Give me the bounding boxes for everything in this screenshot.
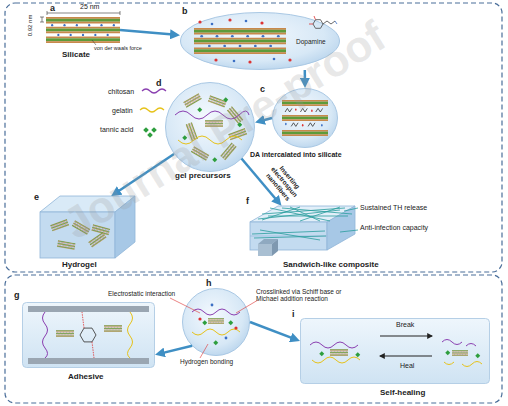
- panel-letter: e: [34, 192, 39, 202]
- legend-text: chitosan: [108, 88, 134, 96]
- feature-label: Sustained TH release: [360, 204, 427, 212]
- arrow-label: Break: [396, 321, 414, 329]
- panel-letter: i: [292, 309, 295, 319]
- interaction-circle-outline: [182, 288, 250, 356]
- caption-text: Sandwich-like composite: [283, 260, 379, 269]
- flow-arrow: [159, 346, 192, 354]
- caption-text: DA intercalated into silicate: [250, 151, 342, 159]
- flow-arrow: [250, 322, 296, 340]
- adhesive-panel-outline: [22, 302, 155, 368]
- legend-text: tannic acid: [100, 126, 133, 134]
- self-healing-panel-outline: [300, 318, 490, 384]
- caption-text: Silicate: [62, 50, 90, 59]
- silicate-panel: aSilicate: [46, 17, 120, 43]
- panel-letter: f: [246, 196, 249, 206]
- callout-text: Crosslinked via Schiff base or Michael a…: [256, 288, 344, 303]
- silicate-stack: [40, 11, 120, 45]
- flow-arrow: [120, 30, 176, 35]
- self-healing-panel: iBreakHealSelf-healing: [300, 318, 490, 384]
- arrow-label: Heal: [400, 362, 414, 370]
- dimension-label: 0.92 nm: [27, 15, 34, 37]
- caption-text: Hydrogel: [62, 260, 97, 269]
- panel-letter: a: [50, 3, 55, 13]
- bottom-panel-frame: [5, 275, 502, 403]
- dimension-label: 25 nm: [80, 3, 99, 11]
- caption-text: Adhesive: [68, 372, 104, 381]
- composite-slab: fSustained TH releaseAnti-infection capa…: [250, 200, 355, 258]
- legend-text: gelatin: [112, 107, 133, 115]
- top-panel-frame: [5, 3, 502, 272]
- annotation-text: von der waals force: [94, 45, 142, 51]
- edge-label: Inserting electrospun nanofibers: [257, 154, 310, 211]
- callout-text: Electrostatic interaction: [108, 290, 175, 297]
- adhesive-panel: gAdhesive: [22, 302, 155, 368]
- interaction-circle: h: [182, 288, 250, 356]
- panel-letter: d: [156, 78, 162, 88]
- legend-samples: [140, 89, 166, 138]
- feature-label: Anti-infection capacity: [360, 224, 428, 232]
- panel-letter: g: [14, 290, 20, 300]
- panel-letter: b: [182, 6, 188, 16]
- caption-text: Self-healing: [380, 388, 425, 397]
- composite-slab-outline: [250, 200, 355, 258]
- callout-text: Hydrogen bonding: [180, 358, 233, 365]
- panel-letter: h: [206, 278, 212, 288]
